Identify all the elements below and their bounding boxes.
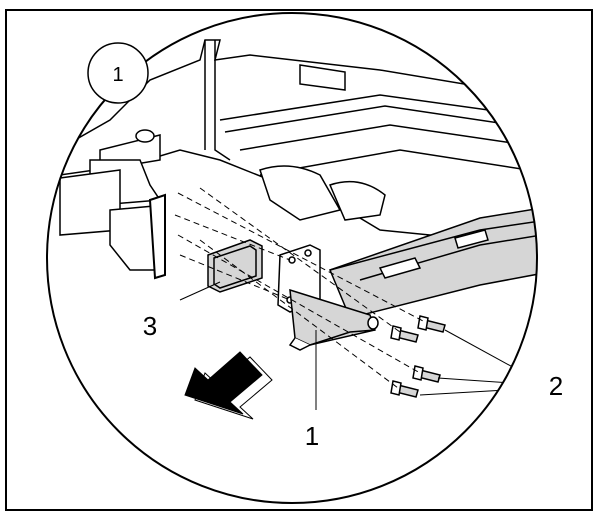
view-number-label: 1 xyxy=(112,64,123,86)
bolt xyxy=(390,380,419,398)
callout-shim: 3 xyxy=(143,311,157,341)
alignment-lines xyxy=(174,187,426,389)
callout-bracket: 1 xyxy=(305,421,319,451)
bolt xyxy=(417,315,446,333)
bolt xyxy=(390,325,419,343)
front-direction-arrow-icon xyxy=(184,351,273,420)
detail-circle xyxy=(46,12,538,504)
diagram-frame xyxy=(5,9,593,511)
view-number-badge: 1 xyxy=(87,42,149,104)
detail-view xyxy=(47,13,537,503)
mounting-bracket xyxy=(277,244,379,351)
vehicle-body-structure xyxy=(47,39,537,280)
bolt xyxy=(412,365,441,383)
callout-bolts: 2 xyxy=(549,371,563,401)
bolts xyxy=(390,315,446,398)
